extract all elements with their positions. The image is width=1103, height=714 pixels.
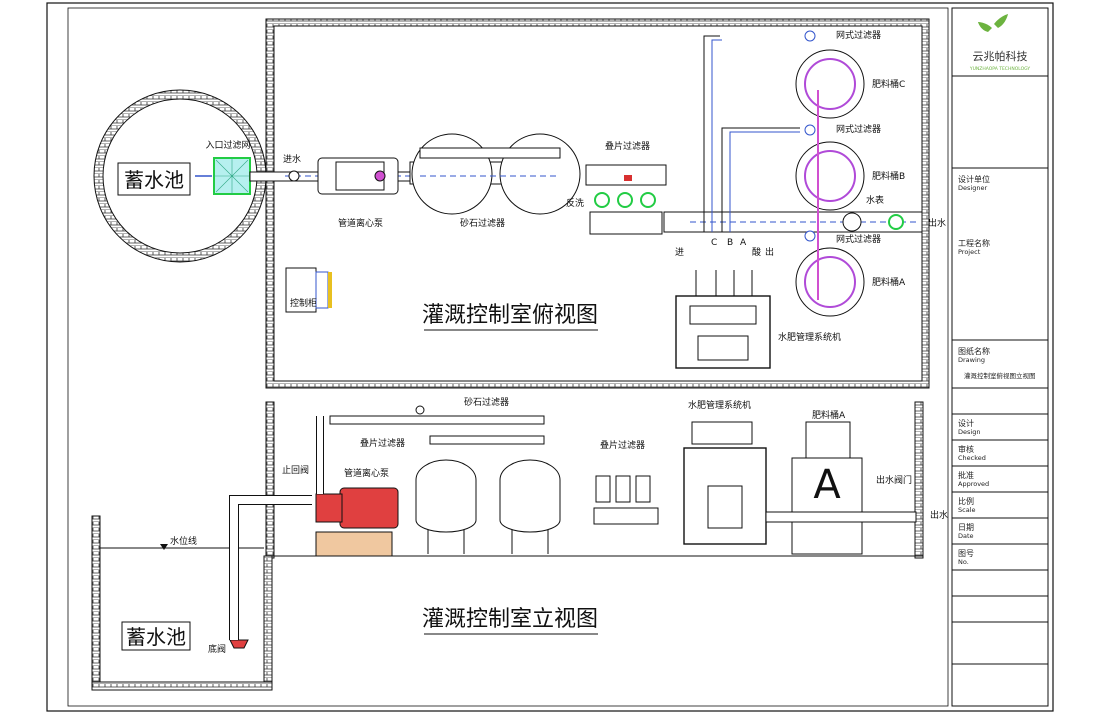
top-pump: 管道离心泵 bbox=[317, 157, 399, 229]
svg-text:Drawing: Drawing bbox=[958, 356, 985, 364]
svg-text:出: 出 bbox=[765, 246, 774, 258]
top-disc-filters: 叠片过滤器 反洗 bbox=[566, 140, 667, 235]
top-sand-filters: 砂石过滤器 bbox=[409, 133, 581, 229]
sand-filter-label: 砂石过滤器 bbox=[460, 217, 505, 229]
svg-text:Approved: Approved bbox=[958, 480, 989, 488]
svg-text:进: 进 bbox=[675, 247, 684, 258]
top-pool-label: 蓄水池 bbox=[124, 168, 184, 192]
control-box-label: 控制柜 bbox=[290, 297, 317, 309]
front-pump: 管道离心泵 bbox=[315, 416, 399, 557]
company-name: 云兆帕科技 bbox=[973, 49, 1028, 63]
front-view-title: 灌溉控制室立视图 bbox=[422, 607, 598, 632]
bypass-filter-label: 叠片过滤器 bbox=[605, 140, 650, 152]
svg-text:设计单位: 设计单位 bbox=[958, 174, 990, 184]
front-view: 水位线 蓄水池 底阀 止回阀 管道离心泵 砂石过滤器 叠片过滤器 bbox=[91, 396, 948, 691]
svg-text:批准: 批准 bbox=[958, 470, 974, 480]
mesh-filter-label-3: 网式过滤器 bbox=[836, 233, 881, 245]
control-box: 控制柜 bbox=[285, 267, 332, 313]
sand-filter-front-label: 砂石过滤器 bbox=[464, 396, 509, 408]
tank-b-label: 肥料桶B bbox=[872, 170, 905, 182]
svg-text:灌溉控制室俯视图立视图: 灌溉控制室俯视图立视图 bbox=[964, 371, 1036, 380]
svg-text:B: B bbox=[727, 238, 733, 248]
bypass-front-label: 叠片过滤器 bbox=[360, 437, 405, 449]
top-view-title: 灌溉控制室俯视图 bbox=[422, 303, 598, 328]
tank-letter: A bbox=[813, 462, 841, 508]
backwash-label: 反洗 bbox=[566, 197, 584, 209]
top-view: 蓄水池 入口过滤网 进水 管道离心泵 砂石过滤器 bbox=[93, 18, 946, 389]
pipe-in-label: 进水 bbox=[283, 153, 301, 165]
svg-text:审核: 审核 bbox=[958, 444, 974, 454]
check-valve-label: 止回阀 bbox=[282, 464, 309, 476]
title-block: 云兆帕科技 YUNZHAOPA TECHNOLOGY 设计单位 Designer… bbox=[951, 7, 1049, 707]
fert-machine-label: 水肥管理系统机 bbox=[778, 331, 841, 343]
outlet-label: 出水 bbox=[928, 217, 946, 229]
inlet-screen-label: 入口过滤网 bbox=[205, 139, 250, 151]
svg-text:Project: Project bbox=[958, 248, 981, 256]
svg-text:Scale: Scale bbox=[958, 506, 976, 514]
svg-text:日期: 日期 bbox=[958, 523, 974, 532]
mesh-filter-label-2: 网式过滤器 bbox=[836, 123, 881, 135]
mesh-filter-label-1: 网式过滤器 bbox=[836, 29, 881, 41]
svg-text:图纸名称: 图纸名称 bbox=[958, 346, 990, 356]
front-disc-filters: 叠片过滤器 bbox=[593, 439, 659, 525]
svg-text:Design: Design bbox=[958, 428, 980, 436]
fert-tank-front-label: 肥料桶A bbox=[812, 409, 846, 421]
outlet-valve-label: 出水阀门 bbox=[876, 474, 912, 486]
foot-valve-label: 底阀 bbox=[208, 643, 226, 655]
company-en: YUNZHAOPA TECHNOLOGY bbox=[969, 66, 1031, 72]
svg-text:比例: 比例 bbox=[958, 496, 974, 506]
svg-text:Date: Date bbox=[958, 532, 974, 540]
top-fert-machine: 水肥管理系统机 bbox=[675, 270, 841, 369]
front-pool: 水位线 蓄水池 底阀 bbox=[91, 515, 273, 691]
front-sand-tanks bbox=[415, 459, 561, 554]
front-fert-tank: A 肥料桶A bbox=[791, 409, 863, 555]
water-level-label: 水位线 bbox=[170, 535, 197, 547]
svg-text:Checked: Checked bbox=[958, 454, 986, 462]
front-fert-machine: 水肥管理系统机 bbox=[683, 399, 767, 545]
svg-text:图号: 图号 bbox=[958, 549, 974, 558]
front-pump-label: 管道离心泵 bbox=[344, 467, 389, 479]
front-outlet-label: 出水 bbox=[930, 509, 948, 521]
svg-text:酸: 酸 bbox=[752, 247, 761, 258]
top-pump-label: 管道离心泵 bbox=[338, 217, 383, 229]
front-pool-label: 蓄水池 bbox=[126, 625, 186, 649]
disc-filter-front-label: 叠片过滤器 bbox=[600, 439, 645, 451]
svg-text:设计: 设计 bbox=[958, 418, 974, 428]
svg-text:工程名称: 工程名称 bbox=[958, 238, 990, 248]
tank-c-label: 肥料桶C bbox=[872, 78, 905, 90]
tank-a-label: 肥料桶A bbox=[872, 276, 906, 288]
top-pool: 蓄水池 入口过滤网 bbox=[93, 89, 267, 263]
svg-text:Designer: Designer bbox=[958, 184, 987, 192]
svg-text:C: C bbox=[711, 238, 717, 248]
fert-machine-front-label: 水肥管理系统机 bbox=[688, 399, 751, 411]
svg-text:No.: No. bbox=[958, 558, 969, 566]
svg-text:A: A bbox=[740, 238, 747, 248]
water-meter-label: 水表 bbox=[866, 194, 884, 206]
